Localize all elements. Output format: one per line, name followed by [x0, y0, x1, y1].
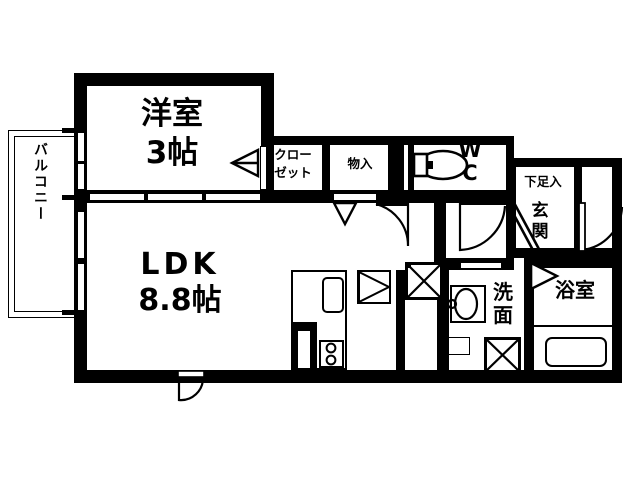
wc-wall-left-inner: [408, 140, 414, 190]
washroom-wall-bottom: [437, 370, 534, 383]
washroom-wall-right: [524, 262, 534, 382]
storage-wall-right: [388, 136, 396, 194]
shoebox-wall-left: [506, 158, 516, 206]
sliding-door-panel-2[interactable]: [147, 192, 203, 201]
ldk-wall-bottom: [74, 370, 449, 383]
shoebox-label: 下足入: [524, 174, 562, 189]
genkan-wall-left: [506, 200, 516, 254]
genkan-label-line1: 玄: [531, 201, 549, 221]
range-hood: [357, 270, 391, 304]
kitchen-cabinet-right: [310, 322, 317, 370]
bathroom-tub-divider: [534, 325, 612, 327]
shoebox-wall-top: [514, 158, 582, 167]
closet-door-panel[interactable]: [260, 146, 267, 190]
washroom-label-line1: 洗: [493, 280, 513, 304]
balcony-corner-block-top: [74, 125, 87, 133]
kitchen-sink: [322, 277, 344, 313]
balcony-window-panel-4[interactable]: [76, 263, 85, 313]
wc-wall-left: [396, 136, 404, 194]
ldk-label-line2: 8.8帖: [138, 283, 222, 318]
ldk-label-line1: LDK: [140, 247, 220, 282]
ldk-door-swing: [375, 200, 410, 247]
shoebox-wall-right: [574, 158, 582, 206]
balcony-window-panel-3[interactable]: [76, 211, 85, 259]
genkan-wall-right: [574, 200, 582, 254]
washroom-door-panel[interactable]: [460, 262, 502, 269]
wc-label-line1: W: [458, 138, 482, 162]
washroom-floor-drain: [484, 337, 521, 373]
wc-wall-bottom: [396, 190, 514, 203]
bathroom-wall-bottom: [524, 370, 622, 383]
balcony-corner-block-bottom: [74, 310, 87, 320]
washroom-label-line2: 面: [493, 303, 513, 327]
closet-wall-right: [322, 136, 330, 194]
bathroom-wall-right: [612, 258, 622, 383]
refrigerator-space: [405, 262, 411, 268]
wc-door-swing: [458, 200, 507, 252]
washitsu-wall-top: [74, 73, 274, 86]
hallway-wall-left: [434, 200, 446, 270]
wc-wall-top: [396, 136, 514, 145]
storage-door-panel[interactable]: [333, 192, 377, 201]
kitchen-hall-wall: [396, 270, 405, 370]
closet-wall-top: [261, 136, 339, 145]
storage-arrow-icon: [332, 201, 358, 227]
bathtub: [545, 337, 607, 367]
washitsu-label-line1: 洋室: [141, 96, 203, 132]
closet-label-line2: ゼット: [274, 165, 312, 180]
wc-label-line2: C: [462, 161, 478, 185]
storage-wall-top: [330, 136, 396, 145]
closet-label-line1: クロー: [274, 147, 312, 162]
balcony-label: バルコニー: [32, 142, 48, 222]
genkan-wall-outer-top: [574, 158, 622, 167]
sliding-door-panel-1[interactable]: [89, 192, 145, 201]
vanity-counter: [450, 285, 486, 323]
kitchen-counter-divider: [291, 322, 317, 331]
vanity-cabinet: [448, 337, 470, 355]
balcony-window-panel-1[interactable]: [76, 132, 85, 162]
genkan-label-line2: 関: [531, 222, 549, 242]
bathroom-label: 浴室: [555, 278, 595, 302]
closet-wall-bottom: [261, 190, 339, 203]
washitsu-label-line2: 3帖: [145, 135, 199, 171]
genkan-wall-bottom: [506, 248, 622, 258]
storage-label: 物入: [347, 156, 373, 171]
sliding-door-panel-3[interactable]: [205, 192, 261, 201]
gas-stove: [319, 340, 344, 368]
balcony-inner-rail: [14, 136, 76, 312]
bathroom-wall-top: [524, 258, 622, 268]
kitchen-cabinet-left: [291, 322, 298, 370]
genkan-wall-outer-right: [612, 158, 622, 258]
balcony-window-panel-2[interactable]: [76, 163, 85, 190]
balcony-connector-mid: [62, 195, 87, 200]
